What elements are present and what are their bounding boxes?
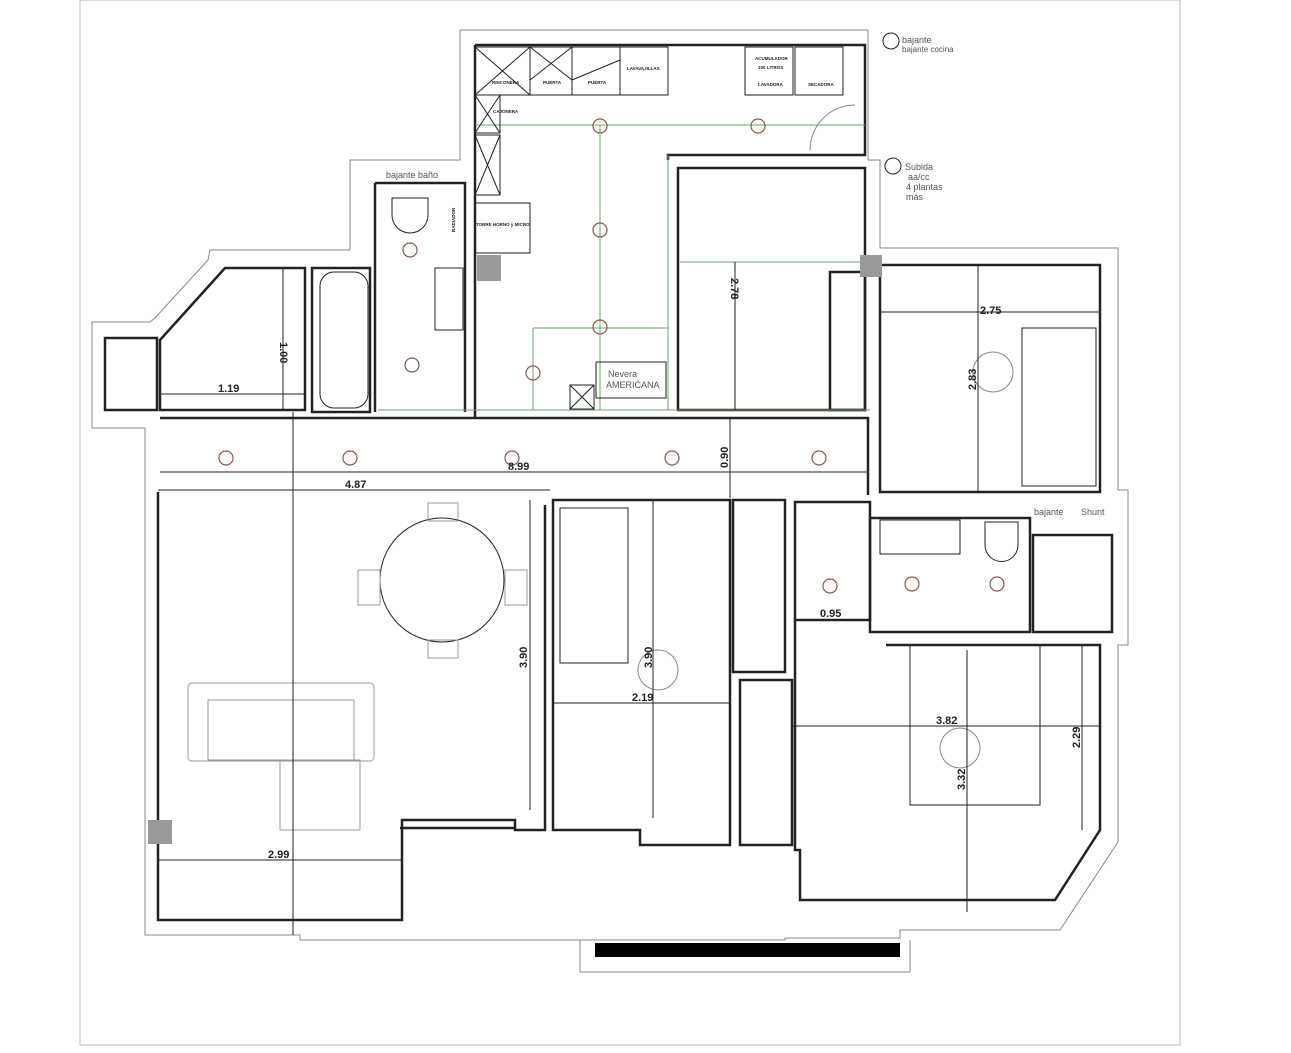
unit-rinconera: RINCONERA: [492, 80, 520, 85]
unit-cajonera: CAJONERA: [493, 109, 519, 114]
label-subida-1: Subida: [905, 162, 933, 172]
label-bajante-cocina-1: bajante: [902, 35, 932, 45]
label-bajante-bano: bajante baño: [386, 170, 438, 180]
dim-1-19: 1.19: [218, 383, 239, 395]
dim-3-82: 3.82: [936, 715, 957, 727]
dining-table: [379, 517, 505, 643]
unit-lavadora: LAVADORA: [758, 82, 784, 87]
label-nevera-1: Nevera: [608, 369, 637, 379]
unit-radiador: RADIADOR: [451, 207, 456, 232]
unit-acumulador-2: 100 LITROS: [758, 65, 783, 70]
dim-2-78: 2.78: [728, 278, 740, 299]
dim-4-87: 4.87: [345, 479, 366, 491]
dim-2-83: 2.83: [967, 369, 979, 390]
dim-1-00: 1.00: [277, 342, 289, 363]
unit-puerta-1: PUERTA: [543, 80, 562, 85]
sofa: [187, 682, 375, 762]
page-border: [79, 0, 1181, 1046]
fixtures: [187, 197, 1097, 973]
unit-lavavajillas: LAVAVAJILLAS: [627, 66, 660, 71]
label-subida-3: 4 plantas: [906, 182, 943, 192]
dim-3-90-b: 3.90: [643, 647, 655, 668]
dim-2-75: 2.75: [980, 305, 1001, 317]
dim-0-90: 0.90: [719, 447, 731, 468]
unit-acumulador-1: ACUMULADOR: [755, 56, 788, 61]
unit-secadora: SECADORA: [808, 82, 835, 87]
dimension-lines: [158, 262, 1100, 935]
dim-2-99: 2.99: [268, 849, 289, 861]
dim-0-95: 0.95: [820, 608, 841, 620]
unit-torre: TORRE HORNO y MICRO: [476, 222, 530, 227]
walls: [103, 43, 1114, 922]
label-subida-4: más: [906, 192, 924, 202]
kitchen-cabinets: [148, 46, 882, 844]
label-bajante-right: bajante: [1034, 507, 1064, 517]
unit-puerta-2: PUERTA: [588, 80, 607, 85]
label-bajante-cocina: bajante cocina: [902, 45, 954, 54]
label-shunt: Shunt: [1081, 507, 1105, 517]
label-nevera-2: AMERICANA: [606, 380, 660, 390]
dim-2-19: 2.19: [632, 692, 653, 704]
outer-outline: [91, 29, 1129, 941]
dim-2-29: 2.29: [1071, 727, 1083, 748]
label-subida-2: aa/cc: [908, 172, 930, 182]
dim-3-32: 3.32: [956, 769, 968, 790]
dim-3-90-a: 3.90: [518, 647, 530, 668]
ceiling-lights: [218, 118, 1014, 769]
dim-8-99: 8.99: [508, 461, 529, 473]
